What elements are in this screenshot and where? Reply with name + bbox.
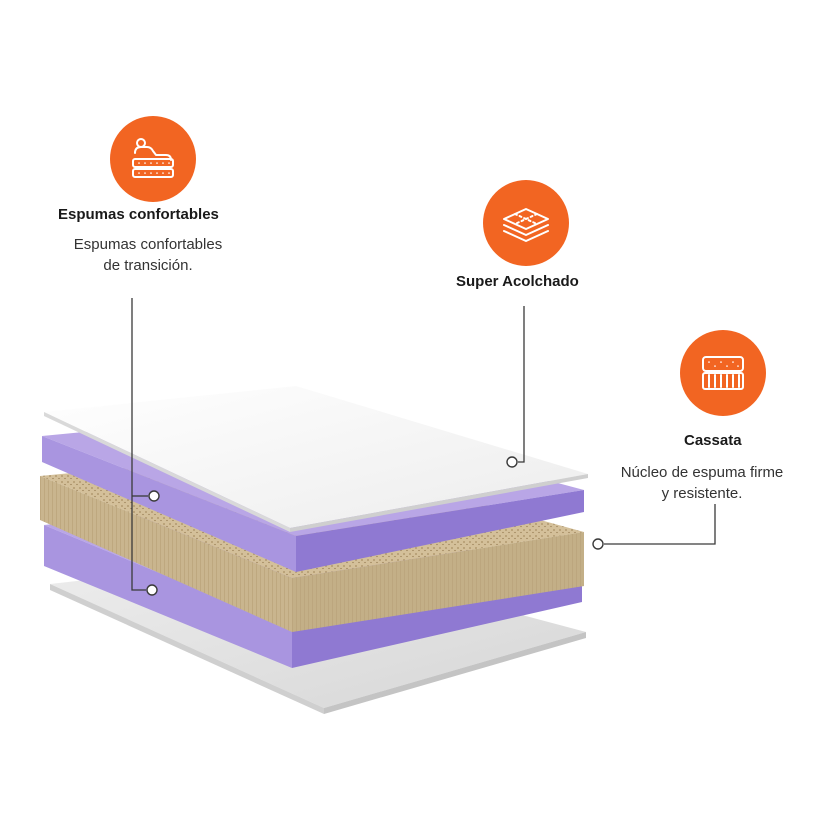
mattress-core-icon xyxy=(680,330,766,416)
super-padded-white-layer xyxy=(44,386,588,532)
cassata-title: Cassata xyxy=(684,432,742,449)
leader-dots xyxy=(146,456,604,596)
leader-dot-cassata xyxy=(592,538,604,550)
comfort-foams-description-line-2: de transición. xyxy=(103,257,193,274)
cassata-description-line-1: Núcleo de espuma firme xyxy=(620,464,784,481)
leader-dot-lower-foam xyxy=(146,584,158,596)
leader-lines xyxy=(131,298,716,591)
leader-dot-super-padded xyxy=(506,456,518,468)
cassata-description: Núcleo de espuma firme y resistente. xyxy=(612,462,792,504)
leader-dot-upper-foam xyxy=(148,490,160,502)
comfort-foams-description-line-1: Espumas confortables xyxy=(73,236,223,253)
comfort-foams-description: Espumas confortables de transición. xyxy=(58,234,238,276)
comfort-foams-title: Espumas confortables xyxy=(58,206,219,223)
cassata-description-line-2: y resistente. xyxy=(661,485,743,502)
leader-line-comfort-foams xyxy=(131,298,146,591)
super-padded-title: Super Acolchado xyxy=(456,273,579,290)
quilted-layers-icon xyxy=(483,180,569,266)
leader-line-cassata xyxy=(604,504,716,545)
leader-line-super-padded xyxy=(518,306,525,463)
person-on-mattress-icon xyxy=(110,116,196,202)
